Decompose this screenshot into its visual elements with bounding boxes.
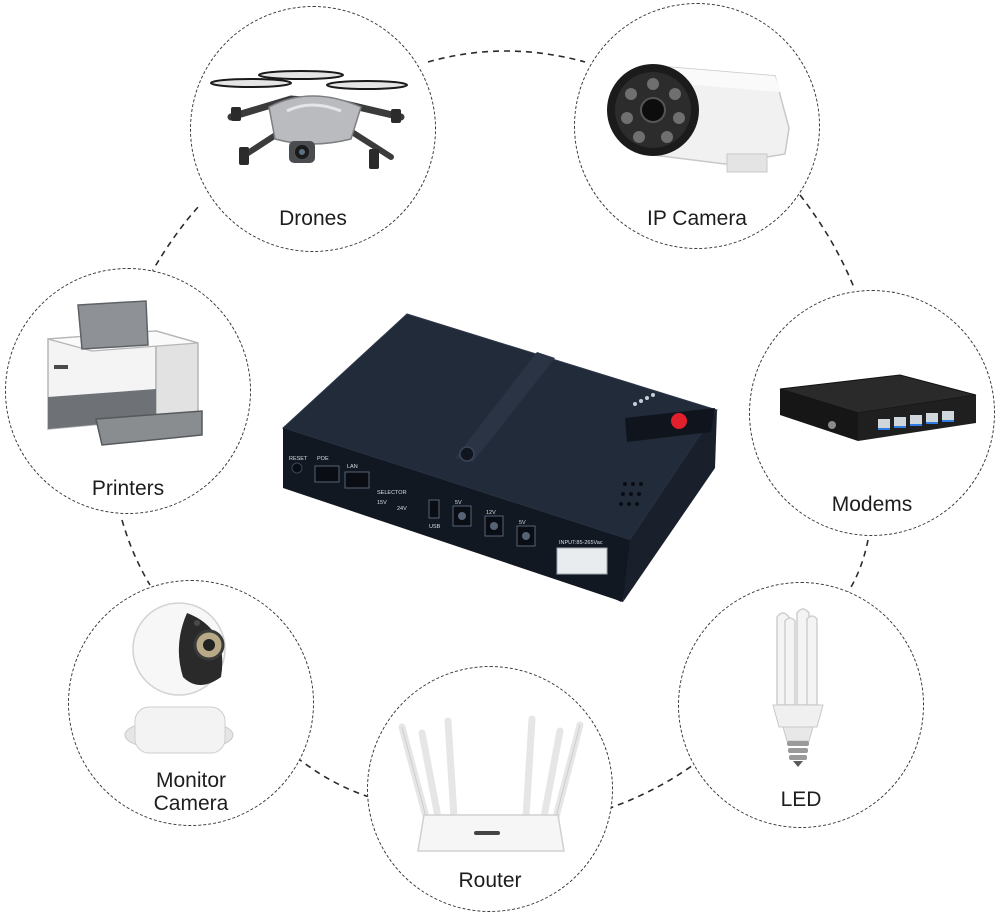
ups-label-dc2: 12V [486,510,496,516]
drone-icon [210,70,408,169]
connector-printers-drones [149,204,201,276]
connector-ipcam-modems [799,194,856,291]
power-button-icon [671,413,687,429]
device-label-monitor-line1: Monitor [155,769,227,792]
device-label-modems: Modems [831,493,913,516]
dome-camera-icon [124,602,234,754]
device-label-drones: Drones [279,207,347,230]
device-label-monitor-line2: Camera [153,792,229,815]
mini-ups-icon: RESET POE LAN SELECTOR 15V 24V USB 5V 12… [282,313,718,602]
connector-led-router [609,759,701,809]
device-circle-drones: Drones [190,6,436,252]
connector-drones-ipcam [427,50,586,63]
ups-label-sel-low: 15V [377,500,387,506]
network-switch-icon [779,374,977,441]
device-label-router: Router [458,869,522,892]
device-circle-ipcam: IP Camera [574,3,820,249]
device-circle-monitor-camera: Monitor Camera [68,580,314,826]
ups-label-usb: USB [429,524,441,530]
ups-label-dc1: 5V [455,500,462,506]
device-circle-router: Router [367,666,613,912]
ups-label-poe: POE [317,456,329,462]
ups-label-lan: LAN [347,464,358,470]
ups-label-reset: RESET [289,456,308,462]
device-circle-led: LED [678,582,924,828]
device-label-led: LED [780,788,822,811]
ups-label-dc3: 5V [519,520,526,526]
ups-label-selector: SELECTOR [377,490,407,496]
connector-router-monitor [299,759,381,801]
connector-modems-led [847,539,869,593]
ups-label-input: INPUT:85-265Vac [559,540,603,546]
connector-monitor-printers [121,519,151,586]
wifi-router-icon [398,715,584,852]
printer-icon [47,300,203,446]
device-circle-modems: Modems [749,290,995,536]
led-bulb-icon [772,608,824,767]
bullet-camera-icon [607,64,790,173]
device-label-ipcam: IP Camera [647,207,747,230]
device-circle-printers: Printers [5,268,251,514]
ups-label-sel-high: 24V [397,506,407,512]
device-label-printers: Printers [91,477,165,500]
